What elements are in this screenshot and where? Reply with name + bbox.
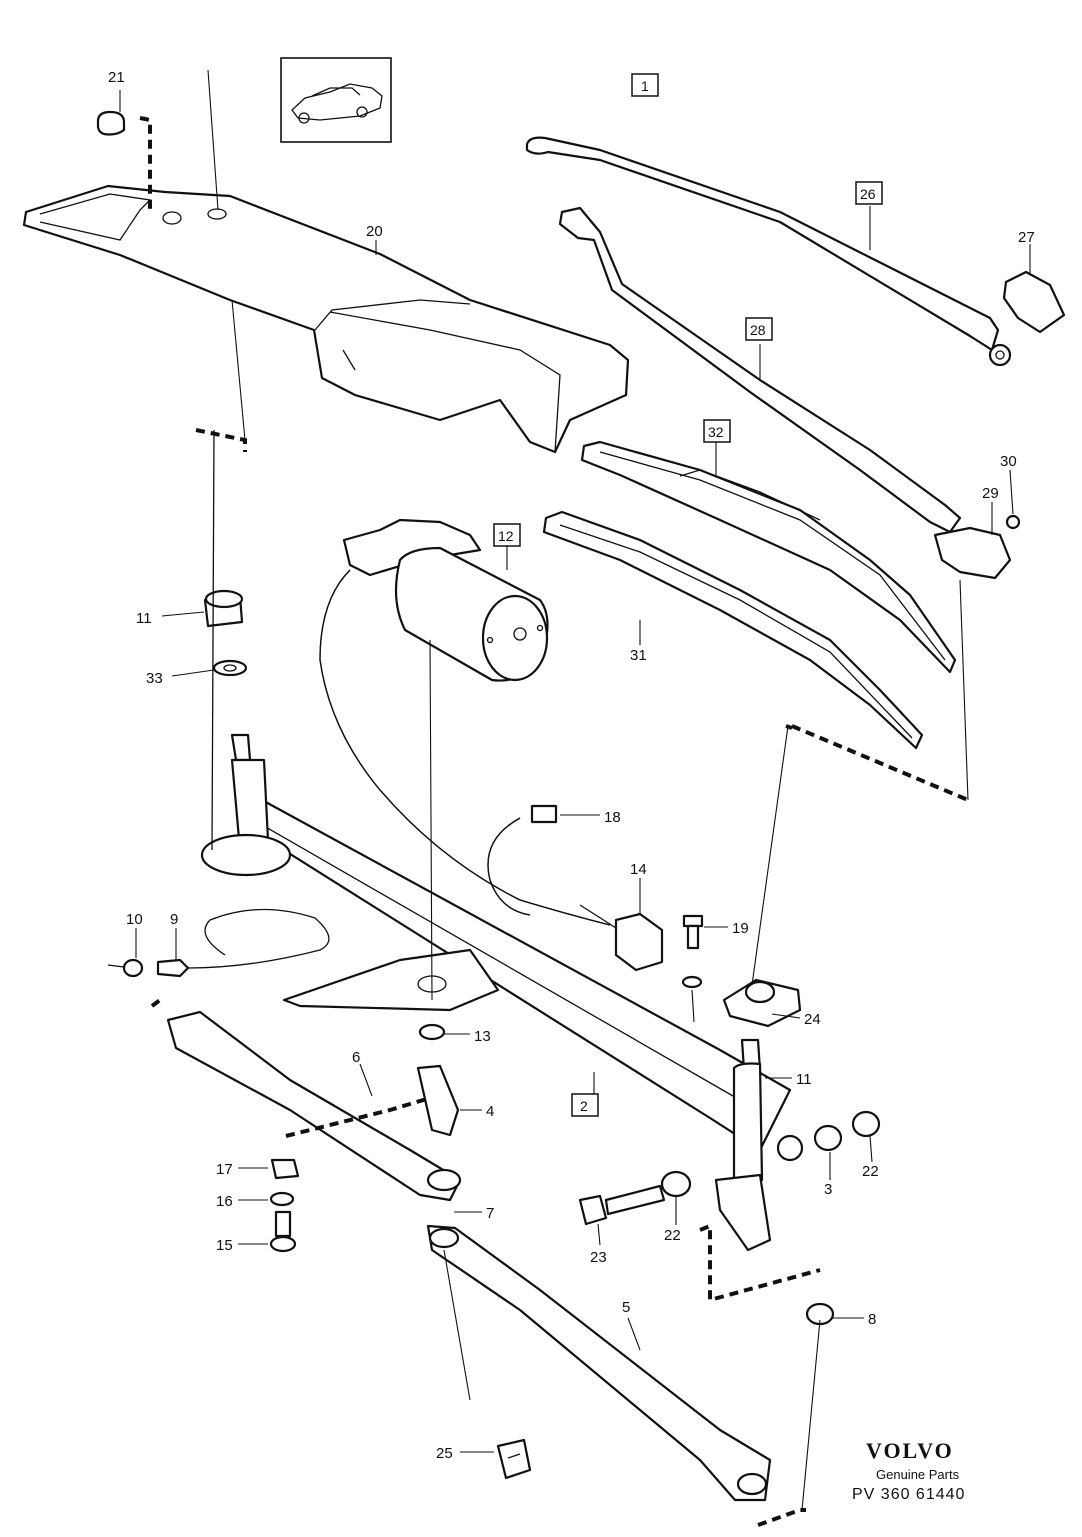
boxed-callout-frames xyxy=(493,73,883,1117)
parts-15-16-17-fasteners xyxy=(269,1158,300,1253)
callout-8: 8 xyxy=(868,1311,876,1328)
part-26-wiper-arm xyxy=(525,136,1012,367)
callout-18: 18 xyxy=(604,809,621,826)
callout-1: 1 xyxy=(641,78,649,94)
motor-cable xyxy=(319,569,611,926)
leader-lines xyxy=(135,206,1031,1453)
brand-logo-text: VOLVO xyxy=(866,1438,954,1463)
callout-20: 20 xyxy=(366,223,383,240)
callout-labels: 21 20 1 26 27 28 32 30 29 12 11 33 31 18… xyxy=(108,69,1035,1462)
part-19-screw xyxy=(681,914,704,989)
callout-9: 9 xyxy=(170,911,178,928)
callout-33: 33 xyxy=(146,670,163,687)
callout-10: 10 xyxy=(126,911,143,928)
callout-15: 15 xyxy=(216,1237,233,1254)
part-21-plug xyxy=(96,90,126,136)
callout-6: 6 xyxy=(352,1049,360,1066)
callout-30: 30 xyxy=(1000,453,1017,470)
part-27-cap xyxy=(1002,270,1066,334)
callout-31: 31 xyxy=(630,647,647,664)
callout-17: 17 xyxy=(216,1161,233,1178)
callout-29: 29 xyxy=(982,485,999,502)
callout-7: 7 xyxy=(486,1205,494,1222)
callout-24: 24 xyxy=(804,1011,821,1028)
callout-19: 19 xyxy=(732,920,749,937)
callout-27: 27 xyxy=(1018,229,1035,246)
callout-14: 14 xyxy=(630,861,647,878)
part-9-10-hose xyxy=(107,908,330,978)
callout-32: 32 xyxy=(708,424,724,440)
diagram-code: PV 360 61440 xyxy=(852,1486,966,1503)
part-14-connector xyxy=(579,904,664,972)
callout-4: 4 xyxy=(486,1103,494,1120)
callout-23: 23 xyxy=(590,1249,607,1266)
callout-22-left: 22 xyxy=(664,1227,681,1244)
part-28-wiper-arm xyxy=(558,206,1021,580)
part-4-crank xyxy=(416,1023,460,1137)
part-12-motor xyxy=(342,518,549,682)
callout-13: 13 xyxy=(474,1028,491,1045)
callout-21: 21 xyxy=(108,69,125,86)
left-spindle xyxy=(200,429,292,877)
callout-25: 25 xyxy=(436,1445,453,1462)
part-24-bracket xyxy=(722,978,802,1028)
part-5-link xyxy=(426,1224,772,1502)
callout-11-left: 11 xyxy=(136,610,152,627)
callout-12: 12 xyxy=(498,528,514,544)
callout-2: 2 xyxy=(580,1098,588,1114)
part-6-link xyxy=(166,1010,462,1202)
callout-16: 16 xyxy=(216,1193,233,1210)
brand-subtitle: Genuine Parts xyxy=(876,1467,960,1482)
part-25-clip xyxy=(496,1438,532,1480)
parts-3-22-23-bolt-set xyxy=(578,1110,881,1226)
axis-lines xyxy=(207,69,969,1511)
callout-28: 28 xyxy=(750,322,766,338)
callout-11-right: 11 xyxy=(796,1071,812,1088)
car-thumbnail xyxy=(280,57,392,143)
part-2-frame xyxy=(244,798,792,1152)
callout-26: 26 xyxy=(860,186,876,202)
part-32-wiper-blade xyxy=(580,440,957,674)
part-31-wiper-blade xyxy=(542,510,924,750)
part-18-cable-tie xyxy=(487,804,558,916)
callout-22-right: 22 xyxy=(862,1163,879,1180)
callout-5: 5 xyxy=(622,1299,630,1316)
right-spindle xyxy=(714,1038,772,1252)
part-20-cover xyxy=(22,184,630,454)
callout-3: 3 xyxy=(824,1181,832,1198)
